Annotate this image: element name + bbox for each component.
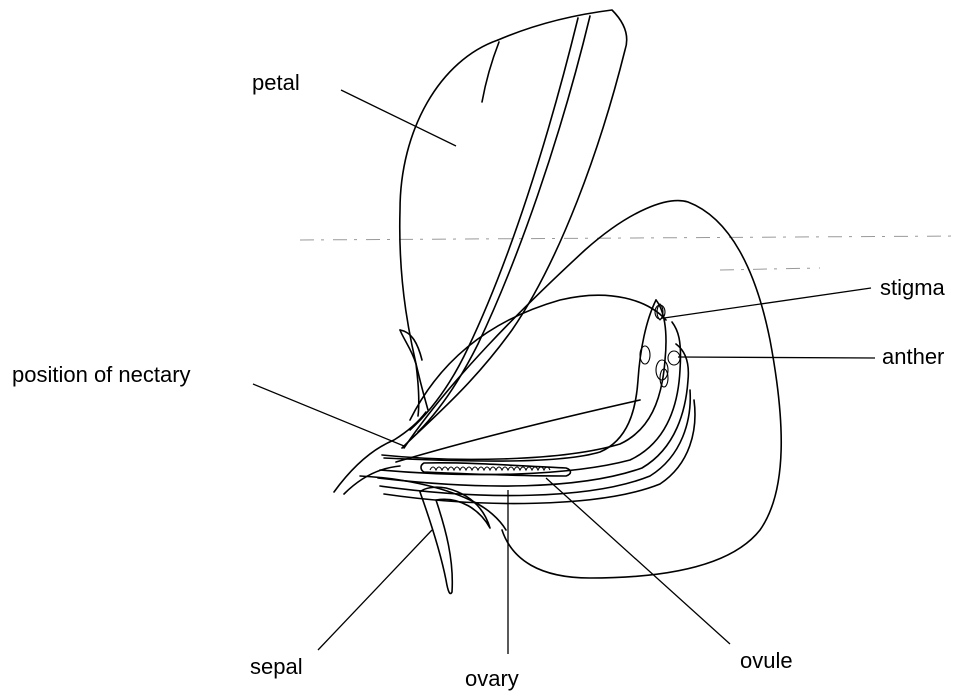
leader-nectary	[253, 384, 404, 446]
keel-petal	[396, 201, 781, 578]
leader-sepal	[318, 530, 432, 650]
leader-anther	[678, 357, 875, 358]
scan-artifact-line	[720, 268, 820, 270]
leader-ovule	[546, 478, 730, 644]
label-sepal: sepal	[250, 656, 303, 678]
label-ovary: ovary	[465, 668, 519, 690]
label-nectary: position of nectary	[12, 364, 191, 386]
label-stigma: stigma	[880, 277, 945, 299]
label-petal: petal	[252, 72, 300, 94]
scan-artifact-line	[300, 236, 960, 240]
leader-petal	[341, 90, 456, 146]
label-anther: anther	[882, 346, 944, 368]
label-ovule: ovule	[740, 650, 793, 672]
leader-stigma	[664, 288, 871, 318]
wing-petal	[410, 295, 666, 420]
